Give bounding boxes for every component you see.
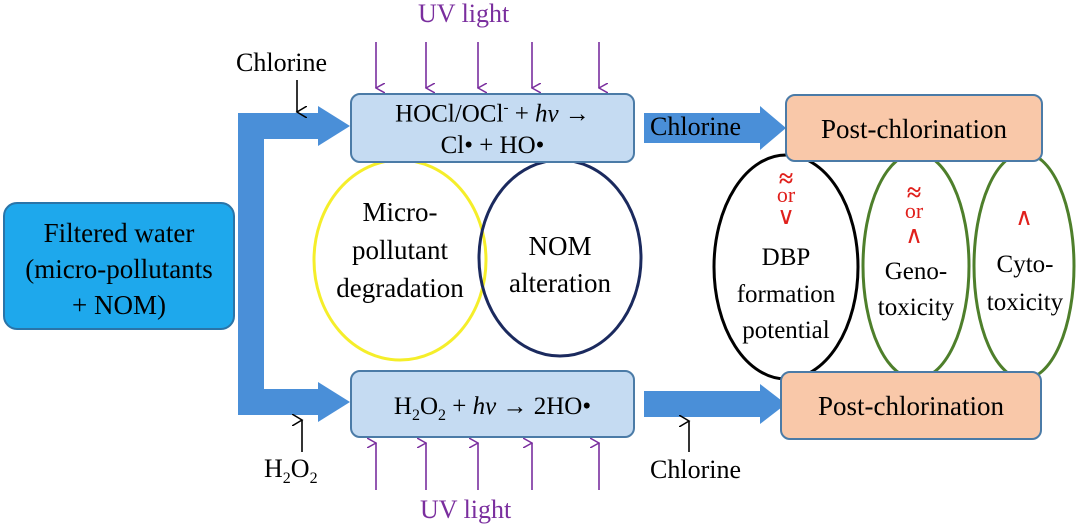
post-chlorination-box-bottom: Post-chlorination <box>780 371 1042 440</box>
geno-label-2: toxicity <box>877 294 955 321</box>
reaction-sub-2: 2 <box>438 407 447 424</box>
split-flow-arrow <box>238 106 350 422</box>
h2o2-label: H2O2 <box>264 456 318 487</box>
uv-light-label-top: UV light <box>418 0 510 28</box>
filtered-water-box: Filtered water (micro-pollutants + NOM) <box>3 202 235 330</box>
micropollutant-label-2: pollutant <box>352 235 448 265</box>
uv-arrows-top <box>376 42 599 88</box>
h2o2-sub-2: 2 <box>309 470 318 488</box>
h2o2-reaction-line: H2O2 + hv → 2HO• <box>352 394 633 424</box>
chlorine-reaction-line-2: Cl• + HO• <box>440 132 545 159</box>
reaction-h-text: H <box>393 393 412 420</box>
h2o2-uv-reaction-box: H2O2 + hv → 2HO• <box>350 370 635 438</box>
split-arrow-top-shaft <box>238 113 318 139</box>
top-flow-head <box>760 106 786 150</box>
plus-text: + <box>508 100 536 128</box>
reaction-sub-1: 2 <box>411 407 420 424</box>
reaction-plus-text: + <box>446 393 473 420</box>
h2o2-h-text: H <box>264 454 283 483</box>
dbp-symbol-approx: ≈ <box>778 164 794 193</box>
geno-symbol-relation: ∧ <box>905 223 923 249</box>
split-arrow-bottom-head <box>318 382 350 422</box>
nom-label-2: alteration <box>509 268 611 298</box>
filtered-water-line-2: (micro-pollutants <box>25 254 213 284</box>
filtered-water-line-1: Filtered water <box>43 218 195 248</box>
chlorine-flow-label: Chlorine <box>650 112 741 141</box>
arrow-text: → <box>558 100 590 128</box>
uv-light-label-bottom: UV light <box>420 495 512 524</box>
filtered-water-line-3: + NOM) <box>72 290 166 320</box>
post-chlorination-label-top: Post-chlorination <box>821 114 1007 144</box>
micropollutant-label-3: degradation <box>336 273 464 303</box>
geno-symbol-approx: ≈ <box>906 178 922 207</box>
hocl-ocl-text: HOCl/OCl <box>395 100 504 128</box>
dbp-label-3: potential <box>742 317 830 344</box>
micropollutant-label-1: Micro- <box>362 197 438 227</box>
geno-label-1: Geno- <box>884 258 948 285</box>
h2o2-sub-1: 2 <box>282 470 291 488</box>
nom-label-1: NOM <box>528 231 592 261</box>
cyto-label-2: toxicity <box>986 289 1064 316</box>
charge-superscript: - <box>503 100 509 116</box>
hv-text: hv <box>535 100 559 128</box>
dbp-label-2: formation <box>736 281 836 308</box>
reaction-hv-text: hv <box>472 393 497 420</box>
reaction-o-text: O <box>419 393 439 420</box>
chlorine-label-top: Chlorine <box>236 48 327 77</box>
bottom-flow-head <box>760 384 786 424</box>
geno-symbol-or: or <box>904 198 924 223</box>
top-flow-shaft <box>644 113 762 143</box>
dbp-symbol-relation: ∨ <box>777 204 795 230</box>
chlorine-uv-reaction-box: HOCl/OCl- + hv → Cl• + HO• <box>350 93 635 163</box>
top-chlorine-flow-arrow <box>644 106 786 150</box>
chlorine-reaction-line-1: HOCl/OCl- + hv → <box>352 100 633 128</box>
cyto-symbol-relation: ∧ <box>1015 205 1033 231</box>
post-chlorination-box-top: Post-chlorination <box>785 94 1043 162</box>
dbp-label-1: DBP <box>761 244 811 271</box>
split-arrow-top-head <box>318 106 350 146</box>
h2o2-o-text: O <box>290 454 310 483</box>
cyto-label-1: Cyto- <box>996 251 1054 278</box>
bottom-flow-arrow <box>644 384 786 424</box>
dbp-symbol-or: or <box>776 182 796 207</box>
chlorine-label-bottom: Chlorine <box>650 455 741 484</box>
uv-arrows-bottom <box>376 443 599 490</box>
bottom-flow-shaft <box>644 391 762 417</box>
split-arrow-stem <box>238 113 264 415</box>
split-arrow-bottom-shaft <box>238 389 318 415</box>
post-chlorination-label-bottom: Post-chlorination <box>818 391 1004 421</box>
reaction-product-text: → 2HO• <box>496 393 592 420</box>
